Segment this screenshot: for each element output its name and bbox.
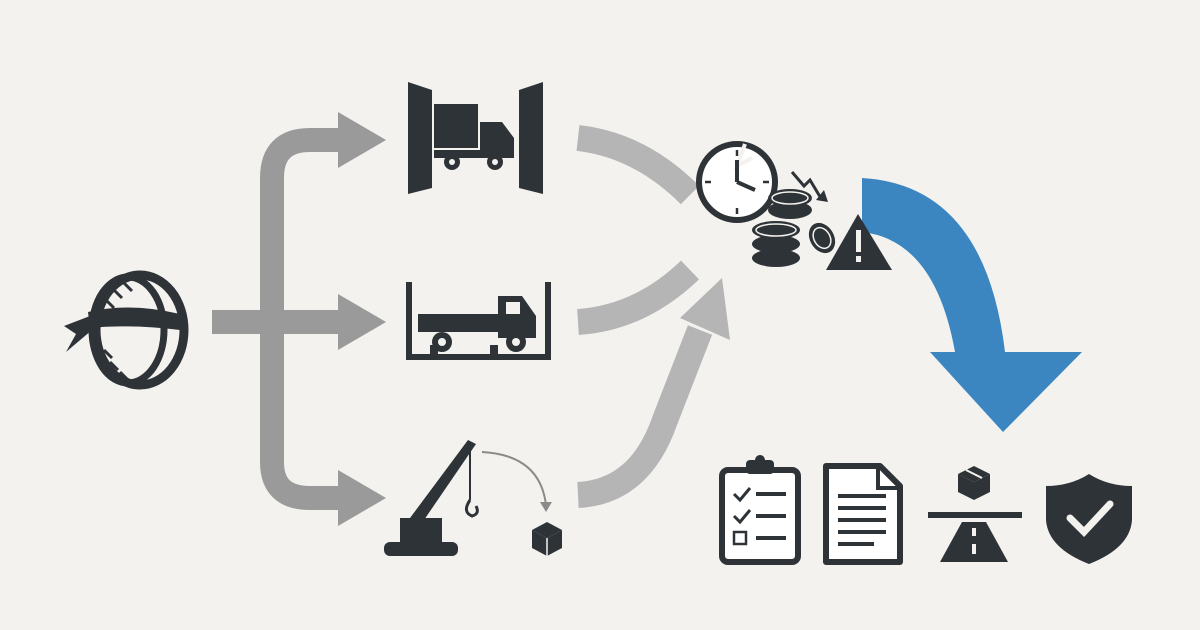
branch-upper [260, 128, 345, 322]
converge-connector [576, 125, 730, 508]
shield-check-icon [1046, 474, 1132, 564]
checklist-icon [719, 455, 801, 565]
flatbed-truck-icon [406, 282, 551, 360]
branch-connector [212, 112, 386, 526]
broken-clock-icon [696, 141, 778, 223]
branch-upper-arrowhead [338, 112, 386, 168]
document-icon [823, 463, 903, 565]
warning-icon [826, 214, 892, 270]
branch-lower-arrowhead [338, 470, 386, 526]
branch-lower [260, 322, 345, 510]
highlight-arrow-head [930, 352, 1082, 432]
branch-middle-arrowhead [338, 294, 386, 350]
converge-middle [576, 260, 700, 335]
crane-icon [384, 440, 552, 556]
coin-stack-icon [752, 189, 836, 267]
package-icon [532, 522, 562, 556]
blindfolded-coin-icon [64, 270, 189, 390]
package-road-icon [928, 466, 1022, 562]
crane-drop-arrow [481, 451, 547, 506]
converge-lower-arrowhead [680, 278, 730, 340]
down-trend-icon [790, 171, 828, 202]
dock-truck-icon [408, 82, 543, 194]
highlight-arrow [862, 178, 1082, 432]
highlight-arrow-body [862, 178, 1005, 352]
converge-upper [576, 125, 700, 205]
converge-lower [576, 325, 713, 508]
